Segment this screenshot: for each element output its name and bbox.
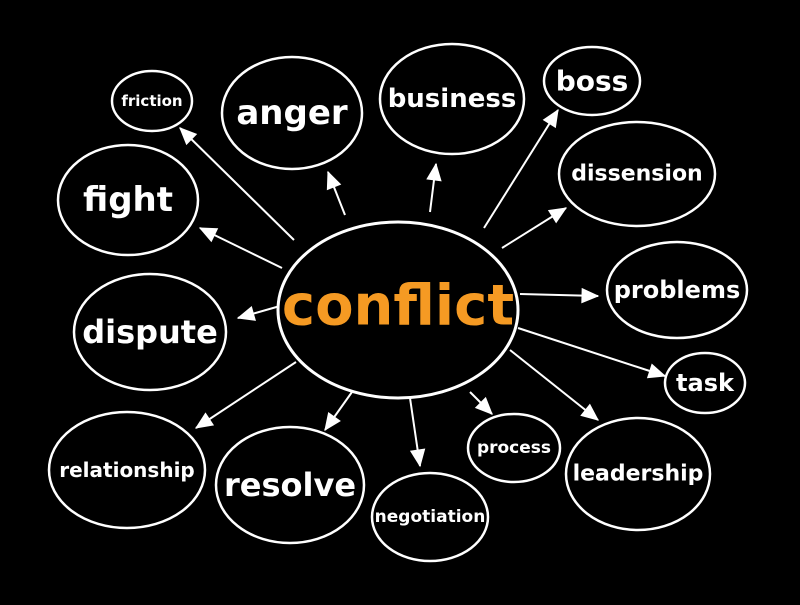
- arrow-head-leadership: [580, 403, 599, 421]
- arrow-head-resolve: [324, 412, 341, 432]
- node-label-problems: problems: [614, 276, 740, 304]
- node-label-resolve: resolve: [224, 466, 356, 504]
- node-shape-relationship: [47, 410, 207, 530]
- connector-leadership: [509, 349, 599, 421]
- connector-relationship: [195, 361, 297, 429]
- node-business: business: [378, 42, 526, 156]
- connector-friction: [179, 127, 295, 241]
- arrow-head-anger: [326, 170, 342, 191]
- node-shape-process: [466, 412, 562, 484]
- node-label-dispute: dispute: [82, 313, 218, 351]
- node-label-fight: fight: [83, 180, 173, 220]
- connector-boss: [483, 109, 559, 229]
- arrow-head-dissension: [547, 207, 568, 224]
- node-leadership: leadership: [564, 416, 712, 532]
- node-shape-friction: [110, 69, 194, 133]
- node-shape-task: [663, 351, 747, 415]
- node-label-anger: anger: [236, 93, 348, 133]
- node-label-negotiation: negotiation: [375, 507, 486, 527]
- node-shape-boss: [542, 45, 642, 117]
- node-shape-dissension: [557, 120, 717, 228]
- node-label-business: business: [388, 84, 517, 114]
- node-anger: anger: [220, 55, 364, 171]
- node-label-process: process: [477, 438, 551, 458]
- center-node-label: conflict: [282, 274, 514, 339]
- node-shape-business: [378, 42, 526, 156]
- arrow-head-negotiation: [409, 448, 426, 468]
- arrow-head-fight: [198, 227, 219, 243]
- arrow-head-dispute: [236, 306, 256, 321]
- node-dispute: dispute: [72, 272, 228, 392]
- node-process: process: [466, 412, 562, 484]
- node-shape-negotiation: [370, 471, 490, 563]
- node-shape-problems: [605, 240, 749, 340]
- connectors-layer: [179, 108, 667, 468]
- node-resolve: resolve: [214, 425, 366, 545]
- node-shape-dispute: [72, 272, 228, 392]
- node-problems: problems: [605, 240, 749, 340]
- arrow-head-process: [474, 396, 493, 415]
- connector-task: [517, 327, 666, 377]
- node-label-dissension: dissension: [571, 162, 702, 187]
- node-relationship: relationship: [47, 410, 207, 530]
- node-negotiation: negotiation: [370, 471, 490, 563]
- node-shape-leadership: [564, 416, 712, 532]
- node-label-task: task: [676, 369, 735, 397]
- node-shape-fight: [56, 143, 200, 257]
- node-friction: friction: [110, 69, 194, 133]
- arrow-head-friction: [179, 127, 198, 146]
- arrow-head-boss: [542, 108, 559, 129]
- node-boss: boss: [542, 45, 642, 117]
- node-task: task: [663, 351, 747, 415]
- node-shape-anger: [220, 55, 364, 171]
- node-dissension: dissension: [557, 120, 717, 228]
- node-label-boss: boss: [556, 65, 629, 98]
- arrow-head-business: [426, 162, 442, 182]
- node-shape-resolve: [214, 425, 366, 545]
- arrow-head-problems: [581, 287, 600, 304]
- center-layer: conflict: [276, 220, 520, 400]
- arrow-head-relationship: [194, 412, 215, 429]
- center-node-shape: [276, 220, 520, 400]
- nodes-layer: friction anger business boss dissension fight…: [47, 42, 749, 563]
- node-label-leadership: leadership: [573, 462, 704, 487]
- node-fight: fight: [56, 143, 200, 257]
- node-label-friction: friction: [121, 92, 182, 110]
- arrow-head-task: [646, 363, 667, 379]
- node-label-relationship: relationship: [59, 458, 195, 482]
